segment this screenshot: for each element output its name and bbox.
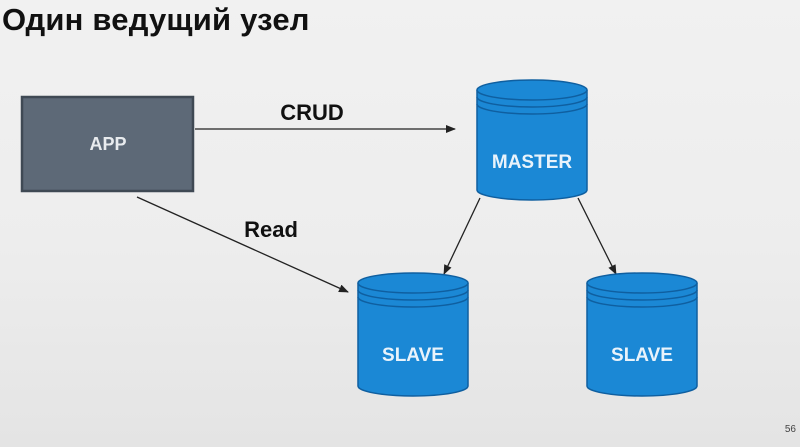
- slave-db-icon: [357, 283, 469, 397]
- master-db-icon: [476, 90, 588, 201]
- master-db-node: MASTER: [476, 79, 588, 201]
- app-label: APP: [89, 134, 126, 154]
- page-number: 56: [784, 424, 796, 435]
- master-to-slave-1-arrow: [443, 197, 481, 275]
- slave-db-node-2: SLAVE: [586, 272, 698, 397]
- master-to-slave-2-arrow: [577, 197, 617, 275]
- slave-db-node-1: SLAVE: [357, 272, 469, 397]
- slave-label-1: SLAVE: [382, 345, 444, 366]
- slide-title: Один ведущий узел: [2, 2, 310, 37]
- read-edge-label: Read: [244, 217, 298, 242]
- slave-label-2: SLAVE: [611, 345, 673, 366]
- master-label: MASTER: [492, 152, 573, 173]
- edges: CRUD Read: [136, 100, 617, 293]
- read-arrow: [136, 196, 349, 293]
- slave-db-icon: [586, 283, 698, 397]
- app-box: [20, 95, 195, 193]
- app-node: APP: [20, 95, 195, 193]
- crud-edge-label: CRUD: [280, 100, 344, 125]
